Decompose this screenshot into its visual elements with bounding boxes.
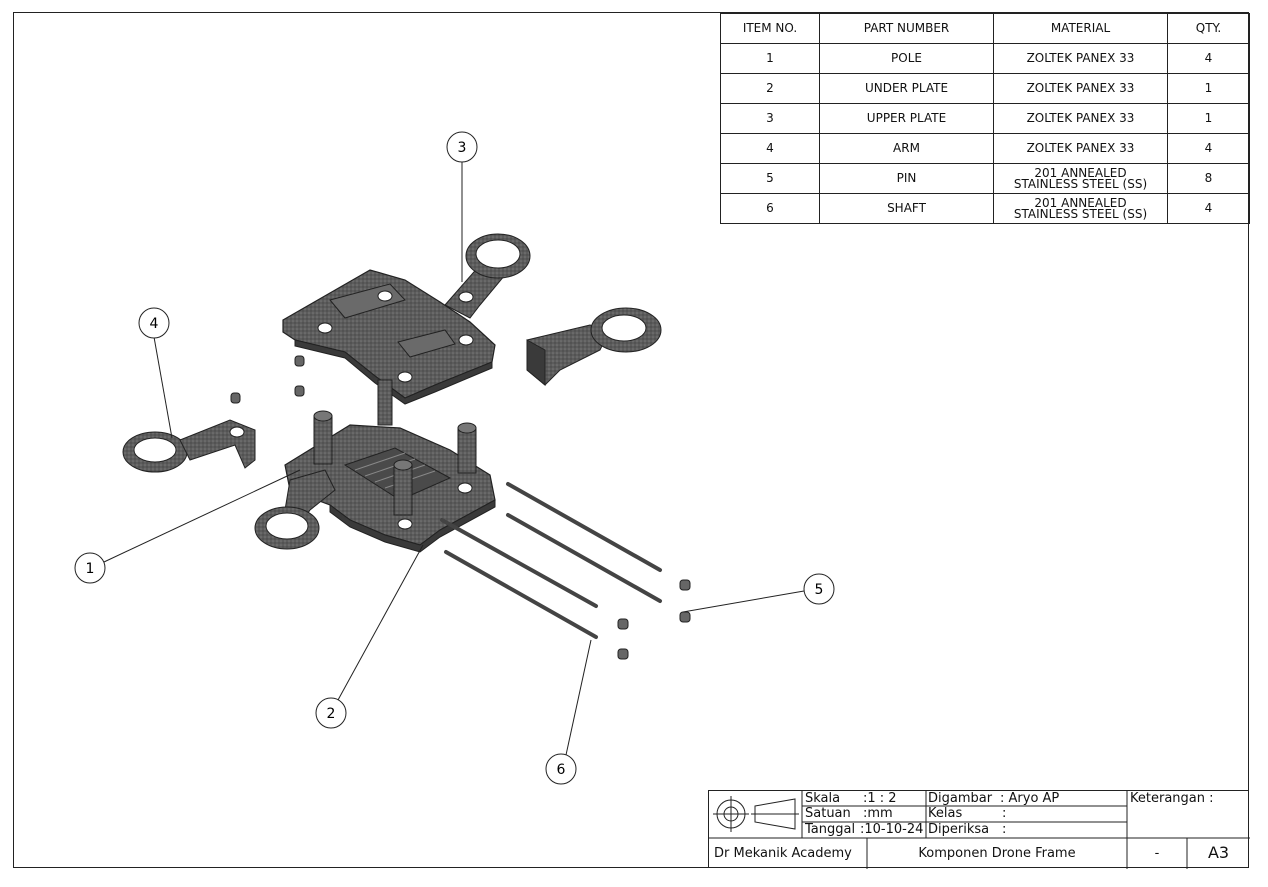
kelas-label: Kelas	[928, 806, 963, 821]
diperiksa-label: Diperiksa	[928, 822, 990, 837]
skala-value: :1 : 2	[863, 791, 897, 806]
satuan-label: Satuan	[805, 806, 851, 821]
sheet-size: A3	[1207, 843, 1230, 862]
bom-material: ZOLTEK PANEX 33	[993, 103, 1168, 134]
pole-center	[377, 379, 393, 426]
shafts	[440, 482, 662, 639]
bom-item: 1	[720, 43, 820, 74]
keterangan-label: Keterangan :	[1130, 791, 1214, 806]
digambar-value: : Aryo AP	[1000, 791, 1060, 806]
title-block: Skala :1 : 2 Satuan :mm Tanggal :10-10-2…	[708, 790, 1250, 869]
company-name: Dr Mekanik Academy	[714, 846, 852, 861]
bom-part: SHAFT	[819, 193, 994, 224]
svg-text:5: 5	[815, 582, 824, 598]
skala-label: Skala	[805, 791, 841, 806]
digambar-label: Digambar	[928, 791, 993, 806]
projection-symbol-icon	[713, 796, 799, 832]
arm-lower-left	[254, 469, 336, 550]
svg-text:6: 6	[557, 762, 566, 778]
bom-item: 3	[720, 103, 820, 134]
bom-material: 201 ANNEALED STAINLESS STEEL (SS)	[993, 193, 1168, 224]
bom-qty: 4	[1167, 133, 1250, 164]
bom-item: 2	[720, 73, 820, 104]
bom-header-qty: QTY.	[1167, 13, 1250, 44]
bom-qty: 1	[1167, 73, 1250, 104]
bom-qty: 4	[1167, 193, 1250, 224]
svg-text:1: 1	[86, 561, 95, 577]
svg-text:2: 2	[327, 706, 336, 722]
balloon-5: 5	[803, 573, 835, 605]
balloon-3: 3	[446, 131, 478, 163]
bom-qty: 1	[1167, 103, 1250, 134]
pins-bottom	[617, 579, 691, 660]
bom-part: PIN	[819, 163, 994, 194]
bom-part: UNDER PLATE	[819, 73, 994, 104]
bom-part: POLE	[819, 43, 994, 74]
pins-top	[230, 355, 305, 404]
bom-header-material: MATERIAL	[993, 13, 1168, 44]
bom-part: ARM	[819, 133, 994, 164]
bom-material: ZOLTEK PANEX 33	[993, 133, 1168, 164]
bom-header-part: PART NUMBER	[819, 13, 994, 44]
table-row: 2 UNDER PLATE ZOLTEK PANEX 33 1	[720, 73, 1250, 104]
bom-material: 201 ANNEALED STAINLESS STEEL (SS)	[993, 163, 1168, 194]
upper-plate	[282, 269, 496, 405]
satuan-value: :mm	[863, 806, 893, 821]
bom-material: ZOLTEK PANEX 33	[993, 43, 1168, 74]
title-block-grid	[709, 791, 1250, 869]
diperiksa-value: :	[1002, 822, 1007, 837]
bom-qty: 4	[1167, 43, 1250, 74]
bom-item: 5	[720, 163, 820, 194]
tanggal-value: :10-10-24	[860, 822, 924, 837]
bom-header-row: ITEM NO. PART NUMBER MATERIAL QTY.	[720, 13, 1250, 44]
leader-lines	[103, 161, 805, 756]
svg-text:4: 4	[150, 316, 159, 332]
bom-qty: 8	[1167, 163, 1250, 194]
balloon-2: 2	[315, 697, 347, 729]
balloon-4: 4	[138, 307, 170, 339]
table-row: 5 PIN 201 ANNEALED STAINLESS STEEL (SS) …	[720, 163, 1250, 194]
kelas-value: :	[1002, 806, 1007, 821]
arm-left	[122, 419, 256, 473]
tanggal-label: Tanggal	[805, 822, 856, 837]
bom-material: ZOLTEK PANEX 33	[993, 73, 1168, 104]
arm-back	[444, 233, 531, 319]
bill-of-materials-table: ITEM NO. PART NUMBER MATERIAL QTY. 1 POL…	[720, 13, 1250, 224]
table-row: 1 POLE ZOLTEK PANEX 33 4	[720, 43, 1250, 74]
revision-dash: -	[1154, 846, 1160, 861]
balloon-6: 6	[545, 753, 577, 785]
drawing-title: Komponen Drone Frame	[918, 846, 1076, 861]
table-row: 4 ARM ZOLTEK PANEX 33 4	[720, 133, 1250, 164]
poles	[313, 410, 477, 516]
bom-item: 4	[720, 133, 820, 164]
svg-text:3: 3	[458, 140, 467, 156]
table-row: 3 UPPER PLATE ZOLTEK PANEX 33 1	[720, 103, 1250, 134]
drawing-sheet-border	[13, 12, 1249, 868]
bom-part: UPPER PLATE	[819, 103, 994, 134]
bom-item: 6	[720, 193, 820, 224]
balloon-1: 1	[74, 552, 106, 584]
table-row: 6 SHAFT 201 ANNEALED STAINLESS STEEL (SS…	[720, 193, 1250, 224]
arm-right	[526, 307, 662, 387]
bom-header-item: ITEM NO.	[720, 13, 820, 44]
